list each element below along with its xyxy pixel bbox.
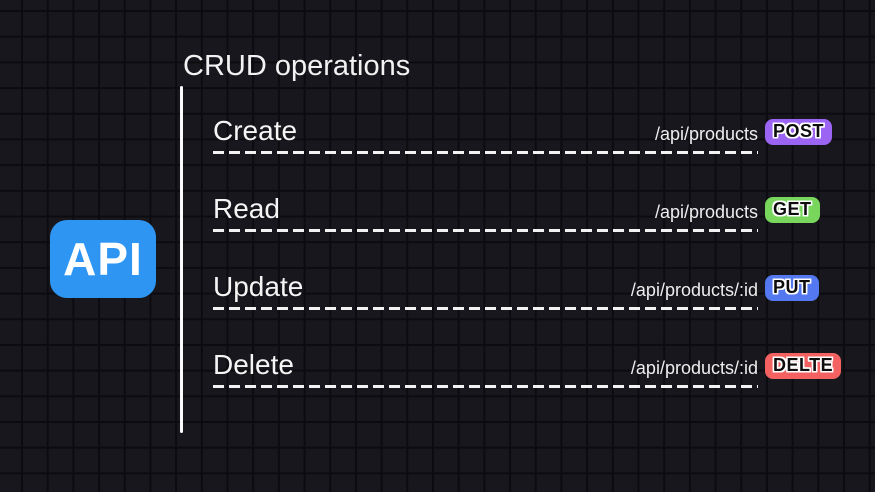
api-logo-label: API (63, 233, 143, 285)
api-logo-badge: API (50, 220, 156, 298)
row-dashed-line (213, 385, 758, 388)
endpoint-path: /api/products/:id (630, 358, 758, 378)
crud-row-update: Update /api/products/:id PUT (213, 271, 853, 323)
http-method-badge: DELTE (765, 353, 842, 379)
vertical-divider (180, 86, 183, 433)
endpoint-path: /api/products/:id (630, 280, 758, 300)
operation-label: Create (213, 115, 298, 146)
endpoint-path: /api/products (654, 202, 758, 222)
http-method-badge: POST (765, 119, 833, 145)
row-dashed-line (213, 229, 758, 232)
crud-row-read: Read /api/products GET (213, 193, 853, 245)
operation-label: Read (213, 193, 280, 224)
row-dashed-line (213, 307, 758, 310)
endpoint-path: /api/products (654, 124, 758, 144)
http-method-badge: PUT (765, 275, 819, 301)
crud-row-create: Create /api/products POST (213, 115, 853, 167)
crud-row-delete: Delete /api/products/:id DELTE (213, 349, 853, 401)
operation-label: Delete (213, 349, 294, 380)
section-title: CRUD operations (183, 50, 411, 82)
http-method-badge: GET (765, 197, 820, 223)
operation-label: Update (213, 271, 304, 302)
row-dashed-line (213, 151, 758, 154)
